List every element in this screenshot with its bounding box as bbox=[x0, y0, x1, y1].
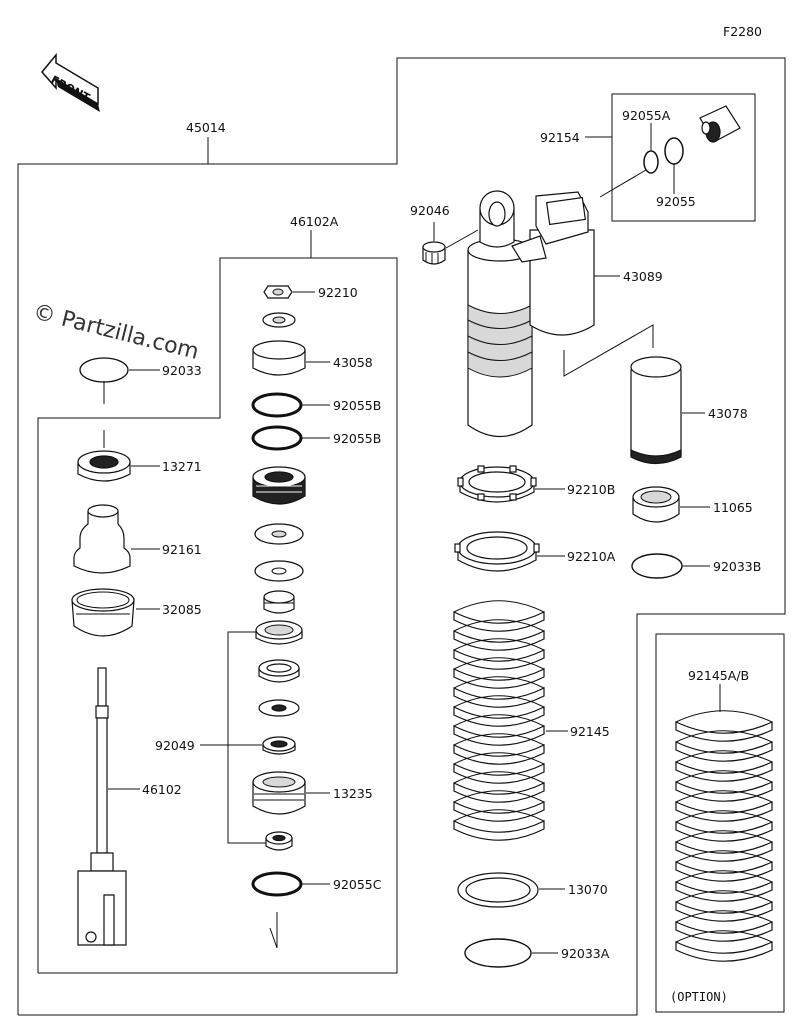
part-spring-washer bbox=[263, 590, 295, 614]
part-92145AB-spring bbox=[675, 710, 773, 962]
part-43078-cap bbox=[563, 324, 705, 465]
label-92033B: 92033B bbox=[713, 559, 761, 574]
part-shim-1 bbox=[254, 523, 304, 545]
part-43058-collar bbox=[252, 340, 330, 376]
label-92046: 92046 bbox=[410, 203, 450, 218]
pointer-arrow bbox=[269, 912, 278, 949]
watermark-text: © Partzilla.com bbox=[31, 300, 202, 365]
label-92033A: 92033A bbox=[561, 946, 610, 961]
label-46102: 46102 bbox=[142, 782, 182, 797]
label-46102A: 46102A bbox=[290, 214, 339, 229]
label-43089: 43089 bbox=[623, 269, 663, 284]
part-32085-guide bbox=[71, 588, 160, 637]
label-92055: 92055 bbox=[656, 194, 696, 209]
assembly-boundary bbox=[17, 57, 786, 1016]
label-92055C: 92055C bbox=[333, 877, 382, 892]
label-92145AB: 92145A/B bbox=[688, 668, 749, 683]
part-92210B-nut bbox=[457, 465, 565, 503]
sheet-code: F2280 bbox=[723, 24, 762, 39]
front-arrow-icon: FRONT bbox=[41, 52, 100, 112]
part-92210A-nut bbox=[454, 531, 565, 572]
label-92210B: 92210B bbox=[567, 482, 615, 497]
part-92033A-ring bbox=[464, 938, 558, 968]
part-92055C-oring bbox=[251, 871, 330, 897]
part-11065-cap bbox=[632, 486, 710, 523]
label-92049: 92049 bbox=[155, 738, 195, 753]
label-92055A: 92055A bbox=[622, 108, 671, 123]
label-11065: 11065 bbox=[713, 500, 753, 515]
part-13271-cap bbox=[77, 450, 160, 482]
part-46102-rod bbox=[77, 667, 140, 946]
label-92145: 92145 bbox=[570, 724, 610, 739]
part-13235-piston bbox=[252, 771, 330, 815]
part-washer-top bbox=[262, 312, 296, 328]
label-43078: 43078 bbox=[708, 406, 748, 421]
label-92033: 92033 bbox=[162, 363, 202, 378]
part-92046-bushing bbox=[422, 222, 479, 265]
part-92055B-oring-2 bbox=[251, 425, 330, 451]
part-92210-nut bbox=[263, 285, 315, 299]
part-13070-seat bbox=[457, 872, 565, 908]
label-13235: 13235 bbox=[333, 786, 373, 801]
part-92145-spring bbox=[453, 600, 545, 841]
part-92154-valve bbox=[585, 105, 741, 198]
part-piston-upper bbox=[255, 620, 303, 645]
part-seal-head bbox=[252, 466, 306, 505]
label-13070: 13070 bbox=[568, 882, 608, 897]
part-92055B-oring-1 bbox=[251, 392, 330, 418]
label-92161: 92161 bbox=[162, 542, 202, 557]
part-shim-2 bbox=[254, 560, 304, 582]
part-shim-3 bbox=[258, 699, 300, 717]
label-92055B-2: 92055B bbox=[333, 431, 381, 446]
label-92210A: 92210A bbox=[567, 549, 616, 564]
label-92210: 92210 bbox=[318, 285, 358, 300]
part-collar-mid bbox=[258, 659, 300, 683]
label-92055B-1: 92055B bbox=[333, 398, 381, 413]
part-92161-bumper bbox=[73, 504, 160, 574]
bracket-92049 bbox=[200, 631, 266, 844]
label-32085: 32085 bbox=[162, 602, 202, 617]
label-92154: 92154 bbox=[540, 130, 580, 145]
option-label: (OPTION) bbox=[670, 990, 728, 1004]
part-92049-seal bbox=[262, 736, 296, 755]
part-43089-reservoir bbox=[511, 191, 620, 336]
part-92033-ring bbox=[79, 357, 160, 448]
part-92033B-ring bbox=[631, 553, 710, 579]
label-43058: 43058 bbox=[333, 355, 373, 370]
part-small-nut bbox=[265, 831, 293, 851]
label-45014: 45014 bbox=[186, 120, 226, 135]
label-13271: 13271 bbox=[162, 459, 202, 474]
part-shock-body bbox=[467, 190, 533, 437]
